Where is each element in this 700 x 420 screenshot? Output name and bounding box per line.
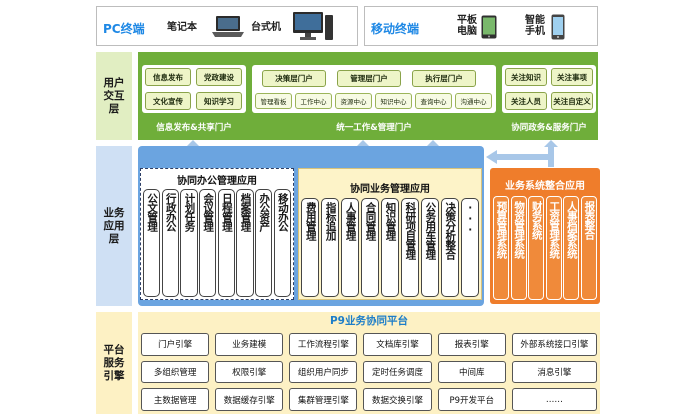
notebook-label: 笔记本: [167, 22, 197, 33]
office-col-document[interactable]: 公文管理: [143, 189, 161, 297]
data-cache-engine[interactable]: 数据缓存引擎: [215, 388, 284, 411]
office-columns: 公文管理 行政办公 计划任务 会议管理 日程管理 档案管理 办公资产 移动办公: [143, 189, 291, 297]
platform-title: P9业务协同平台: [329, 315, 408, 327]
management-dashboard-button[interactable]: 管理看板: [255, 93, 292, 109]
office-col-plan[interactable]: 计划任务: [180, 189, 198, 297]
biz-col-indicator[interactable]: 指标追加: [320, 198, 340, 297]
knowledge-center-button[interactable]: 知识中心: [375, 93, 412, 109]
info-portal-caption: 信息发布&共享门户: [156, 123, 232, 133]
integration-columns: 预算管理系统 物资管理系统 财务系统 工资管理系统 人事档案系统 报表整合: [493, 196, 597, 300]
info-release-button[interactable]: 信息发布: [145, 68, 191, 86]
biz-col-hr[interactable]: 人事管理: [340, 198, 360, 297]
int-col-report[interactable]: 报表整合: [580, 196, 597, 300]
external-interface-engine[interactable]: 外部系统接口引擎: [511, 333, 597, 356]
p9-dev-platform[interactable]: P9开发平台: [437, 388, 506, 411]
biz-col-research[interactable]: 科研项目管理: [400, 198, 420, 297]
decision-portal-button[interactable]: 决策层门户: [262, 70, 326, 87]
pc-terminal-panel: PC终端 笔记本 台式机: [96, 6, 358, 46]
mobile-terminal-title: 移动终端: [371, 22, 420, 36]
follow-custom-button[interactable]: 关注自定义: [551, 92, 593, 110]
mobile-terminal-panel: 移动终端 平板 电脑 智能 手机: [364, 6, 598, 46]
business-app-title: 协同业务管理应用: [350, 184, 430, 195]
execution-portal-button[interactable]: 执行层门户: [412, 70, 476, 87]
cluster-management-engine[interactable]: 集群管理引擎: [289, 388, 358, 411]
culture-promotion-button[interactable]: 文化宣传: [145, 92, 191, 110]
party-building-button[interactable]: 党政建设: [196, 68, 242, 86]
follow-knowledge-button[interactable]: 关注知识: [505, 68, 547, 86]
office-app-title: 协同办公管理应用: [177, 176, 257, 187]
pc-terminal-title: PC终端: [103, 22, 145, 36]
office-col-schedule[interactable]: 日程管理: [217, 189, 235, 297]
work-center-button[interactable]: 工作中心: [295, 93, 332, 109]
resource-center-button[interactable]: 资源中心: [335, 93, 372, 109]
int-col-materials[interactable]: 物资管理系统: [510, 196, 527, 300]
scheduled-task[interactable]: 定时任务调度: [363, 360, 432, 384]
message-engine[interactable]: 消息引擎: [511, 360, 597, 384]
business-columns: 费用管理 指标追加 人事管理 合同管理 知识管理 科研项目管理 公务用车管理 决…: [301, 198, 479, 297]
business-modeling[interactable]: 业务建模: [215, 333, 284, 356]
office-col-archive[interactable]: 档案管理: [236, 189, 254, 297]
office-col-assets[interactable]: 办公资产: [255, 189, 273, 297]
knowledge-learning-button[interactable]: 知识学习: [196, 92, 242, 110]
biz-col-contract[interactable]: 合同管理: [360, 198, 380, 297]
desktop-computer-icon: [293, 12, 333, 40]
tablet-label: 平板 电脑: [457, 15, 477, 37]
int-col-salary[interactable]: 工资管理系统: [545, 196, 562, 300]
tablet-icon: [481, 15, 497, 39]
user-interaction-layer-label: 用户 交互 层: [96, 52, 132, 140]
biz-col-decision[interactable]: 决策分析整合: [440, 198, 459, 297]
laptop-icon: [212, 16, 244, 37]
data-exchange-engine[interactable]: 数据交换引擎: [363, 388, 432, 411]
multi-org-management[interactable]: 多组织管理: [141, 360, 210, 384]
org-user-sync[interactable]: 组织用户同步: [289, 360, 358, 384]
office-col-mobile[interactable]: 移动办公: [273, 189, 291, 297]
biz-col-vehicle[interactable]: 公务用车管理: [420, 198, 440, 297]
smartphone-icon: [551, 14, 565, 40]
left-arrow: [486, 150, 552, 164]
report-engine[interactable]: 报表引擎: [437, 333, 506, 356]
biz-col-knowledge[interactable]: 知识管理: [380, 198, 400, 297]
desktop-label: 台式机: [251, 22, 281, 33]
master-data-management[interactable]: 主数据管理: [141, 388, 210, 411]
portal-engine[interactable]: 门户引擎: [141, 333, 210, 356]
int-col-personnel[interactable]: 人事档案系统: [563, 196, 580, 300]
platform-service-engine-label: 平台 服务 引擎: [96, 312, 132, 414]
communication-center-button[interactable]: 沟通中心: [455, 93, 492, 109]
office-col-meeting[interactable]: 会议管理: [199, 189, 217, 297]
integration-app-title: 业务系统整合应用: [505, 181, 585, 192]
query-center-button[interactable]: 查询中心: [415, 93, 452, 109]
biz-col-more[interactable]: ···: [460, 198, 479, 297]
int-col-finance[interactable]: 财务系统: [528, 196, 545, 300]
service-portal-caption: 协同政务&服务门户: [511, 123, 587, 133]
business-application-layer-label: 业务 应用 层: [96, 146, 132, 306]
biz-col-expense[interactable]: 费用管理: [301, 198, 320, 297]
document-library-engine[interactable]: 文档库引擎: [363, 333, 432, 356]
office-col-admin[interactable]: 行政办公: [161, 189, 179, 297]
follow-people-button[interactable]: 关注人员: [505, 92, 547, 110]
follow-matters-button[interactable]: 关注事项: [551, 68, 593, 86]
platform-more[interactable]: ……: [511, 388, 597, 411]
int-col-budget[interactable]: 预算管理系统: [493, 196, 510, 300]
workflow-engine[interactable]: 工作流程引擎: [289, 333, 358, 356]
management-portal-button[interactable]: 管理层门户: [337, 70, 401, 87]
permission-engine[interactable]: 权限引擎: [215, 360, 284, 384]
work-portal-caption: 统一工作&管理门户: [336, 123, 412, 133]
phone-label: 智能 手机: [525, 15, 545, 37]
intermediate-db[interactable]: 中间库: [437, 360, 506, 384]
platform-grid: 门户引擎 业务建模 工作流程引擎 文档库引擎 报表引擎 外部系统接口引擎 多组织…: [141, 333, 597, 411]
